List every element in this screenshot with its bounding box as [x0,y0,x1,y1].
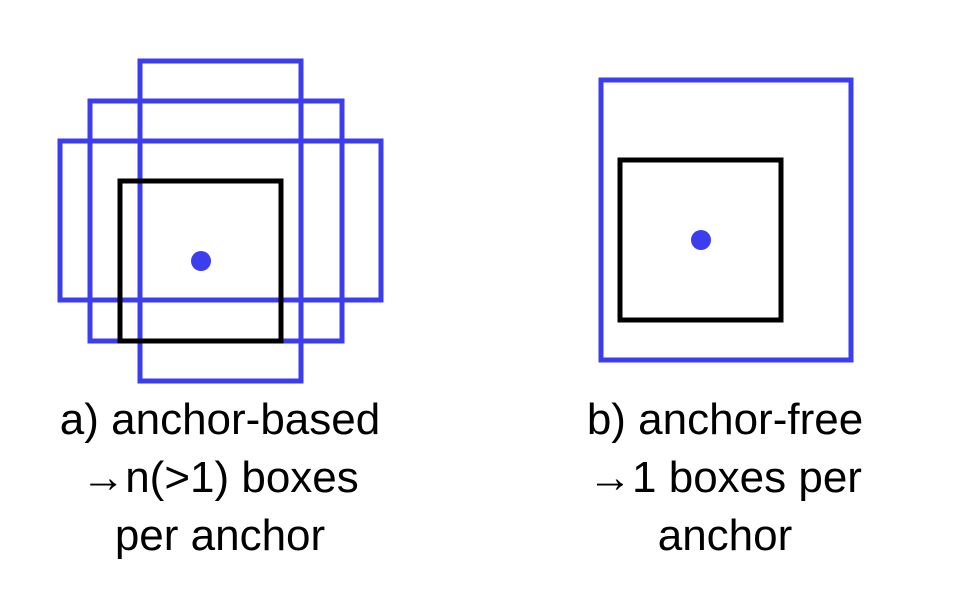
panel-anchor-based [57,58,384,384]
anchor-box-tall [137,58,304,384]
predicted-box [598,77,854,363]
anchor-point [191,251,211,271]
caption-line: b) anchor-free [586,395,864,444]
anchor-box-square [87,98,345,344]
caption-line: a) anchor-based [59,395,381,444]
caption-line: →n(>1) boxes [81,453,359,502]
anchor-box-wide [57,138,384,303]
caption-line: per anchor [114,511,326,560]
caption-line: anchor [657,511,793,560]
ground-truth-box [117,178,284,344]
caption-anchor-free: b) anchor-free →1 boxes per anchor [525,391,925,565]
caption-anchor-based: a) anchor-based →n(>1) boxes per anchor [20,391,420,565]
panel-anchor-free [598,77,854,363]
ground-truth-box [617,157,784,323]
caption-line: →1 boxes per [588,453,862,502]
anchor-point [691,230,711,250]
